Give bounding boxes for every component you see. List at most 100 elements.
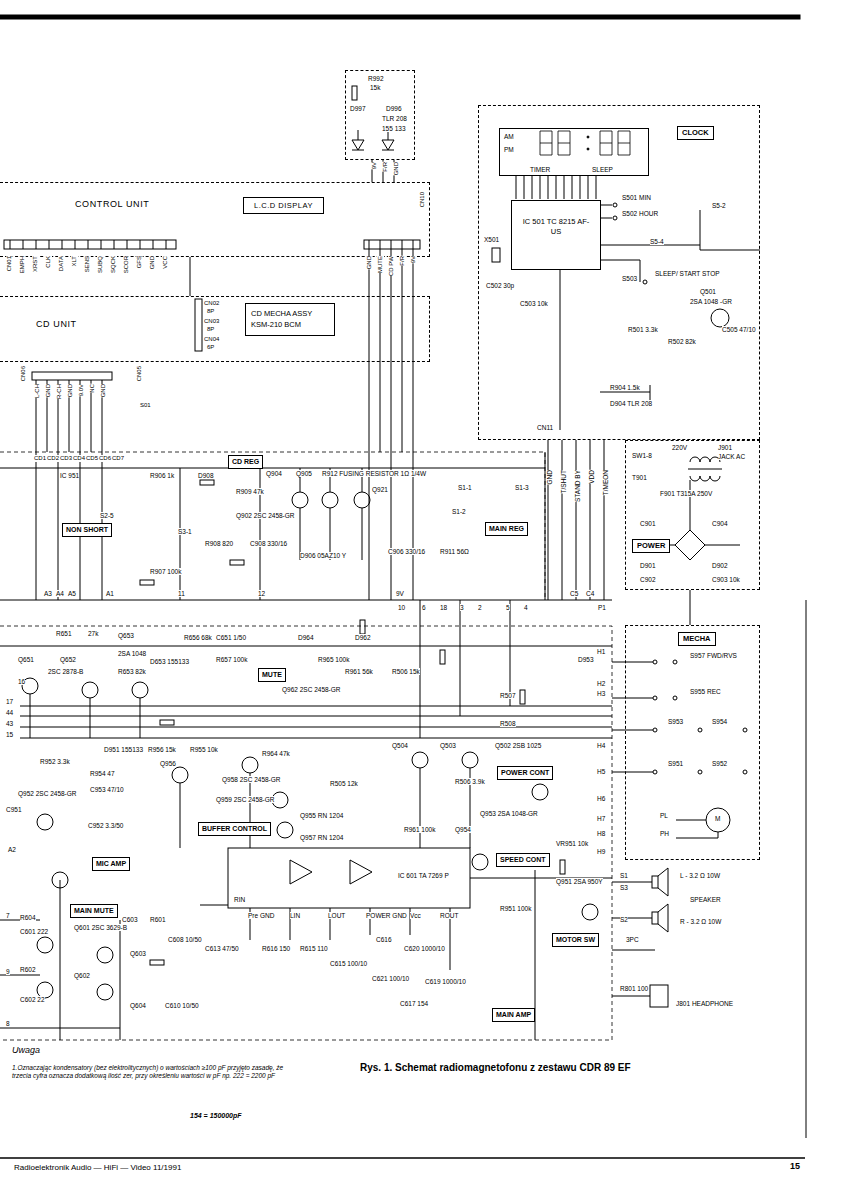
label-text: Q955 RN 1204 xyxy=(300,812,343,819)
label-text: Q959 2SC 2458-GR xyxy=(216,796,275,803)
label-text: CN03 xyxy=(204,318,219,325)
label-text: 8 xyxy=(6,1020,10,1027)
label-text: H4 xyxy=(597,742,605,749)
label-text: C619 1000/10 xyxy=(425,978,466,985)
label-text: 8P xyxy=(207,308,214,315)
label-text: D951 155133 xyxy=(104,746,143,753)
label-text: 1.Oznaczając kondensatory (bez elektroli… xyxy=(12,1064,297,1080)
label-text: Q962 2SC 2458-GR xyxy=(282,686,341,693)
label-text: A5 xyxy=(68,590,76,597)
label-text: NC xyxy=(89,384,96,393)
label-text: S1-3 xyxy=(515,484,529,491)
node-text: L.C.D DISPLAY xyxy=(254,201,313,210)
label-text: S502 HOUR xyxy=(622,210,658,217)
label-text: 4 xyxy=(524,604,528,611)
label-text: CD4 xyxy=(73,455,85,462)
label-text: Q652 xyxy=(60,656,76,663)
label-text: C901 xyxy=(640,520,656,527)
node-text: MUTE xyxy=(262,671,282,678)
label-text: 15 xyxy=(790,1162,800,1172)
label-text: R954 47 xyxy=(90,770,115,777)
label-text: H7 xyxy=(597,815,605,822)
label-text: LIN xyxy=(290,912,300,919)
block-label: MAIN AMP xyxy=(492,1008,535,1022)
label-text: R651 xyxy=(56,630,72,637)
label-text: GND xyxy=(393,162,400,175)
label-text: RIN xyxy=(234,896,245,903)
label-text: VCC xyxy=(162,256,169,269)
label-text: Q502 2SB 1025 xyxy=(495,742,541,749)
node-text: SPEED CONT xyxy=(500,856,546,863)
label-text: T/SHUT xyxy=(560,470,567,493)
label-text: 10 xyxy=(398,604,405,611)
label-text: C601 222 xyxy=(20,928,48,935)
label-text: A3 xyxy=(44,590,52,597)
label-text: CN02 xyxy=(204,300,219,307)
label-text: D953 xyxy=(578,656,594,663)
label-text: D902 xyxy=(712,562,728,569)
label-text: R656 68k xyxy=(184,634,212,641)
label-text: 27k xyxy=(88,630,98,637)
label-text: 5 xyxy=(506,604,510,611)
label-text: 16 xyxy=(18,678,25,685)
lcd-display: L.C.D DISPLAY xyxy=(243,197,324,214)
label-text: C952 3.3/50 xyxy=(88,822,123,829)
node-text: POWER xyxy=(632,539,670,553)
label-text: 2SA 1048 xyxy=(118,650,146,657)
label-text: GND xyxy=(149,256,156,269)
label-text: SUBQ xyxy=(97,256,104,273)
label-text: M xyxy=(715,815,720,822)
label-text: H3 xyxy=(597,690,605,697)
label-text: R961 56k xyxy=(345,668,373,675)
label-text: 8P xyxy=(207,326,214,333)
label-text: Q956 xyxy=(160,760,176,767)
label-text: C4 xyxy=(586,590,594,597)
label-text: T901 xyxy=(632,474,647,481)
block-label: NON SHORT xyxy=(62,523,112,537)
wire-connector xyxy=(190,257,191,296)
node-text: POWER CONT xyxy=(501,769,549,776)
label-text: R801 100 xyxy=(620,985,648,992)
label-text: Q501 xyxy=(700,288,716,295)
label-text: Q952 2SC 2458-GR xyxy=(18,790,77,797)
label-text: R507 xyxy=(500,692,516,699)
label-text: 18 xyxy=(440,604,447,611)
node-text: MAIN AMP xyxy=(496,1011,531,1018)
label-text: DATA xyxy=(58,256,65,271)
label-text: S954 xyxy=(712,718,727,725)
label-text: R604 xyxy=(20,914,36,921)
label-text: 3PC xyxy=(626,936,639,943)
node-text: MIC AMP xyxy=(96,860,126,867)
label-text: Q653 xyxy=(118,632,134,639)
label-text: Q603 xyxy=(130,950,146,957)
label-text: C602 22 xyxy=(20,996,45,1003)
label-text: S3 xyxy=(620,884,628,891)
node-text: TIMER xyxy=(530,166,550,173)
label-text: S1-2 xyxy=(452,508,466,515)
label-text: Vcc xyxy=(410,912,421,919)
label-text: R615 110 xyxy=(300,945,328,952)
cd-mecha: CD MECHA ASSY KSM-210 BCM xyxy=(245,303,335,336)
label-text: X501 xyxy=(484,236,499,243)
node-text: MOTOR SW xyxy=(556,936,595,943)
label-text: 9V xyxy=(396,590,404,597)
label-text: S952 xyxy=(712,760,727,767)
label-text: J901 xyxy=(718,444,732,451)
label-text: CN10 xyxy=(419,192,426,207)
label-text: CN05 xyxy=(136,366,143,381)
label-text: SPEAKER xyxy=(690,896,721,903)
label-text: Q503 xyxy=(440,742,456,749)
node-text: R992 xyxy=(368,75,384,82)
block-label: MUTE xyxy=(258,668,286,682)
node-text: NON SHORT xyxy=(66,526,108,533)
label-text: LOUT xyxy=(328,912,345,919)
node-text: CD REG xyxy=(232,458,259,465)
label-text: S1 xyxy=(620,872,628,879)
label-text: A4 xyxy=(56,590,64,597)
block-label: BUFFER CONTROL xyxy=(198,822,271,836)
label-text: 6 xyxy=(422,604,426,611)
label-text: C608 10/50 xyxy=(168,936,202,943)
label-text: R908 820 xyxy=(205,540,233,547)
